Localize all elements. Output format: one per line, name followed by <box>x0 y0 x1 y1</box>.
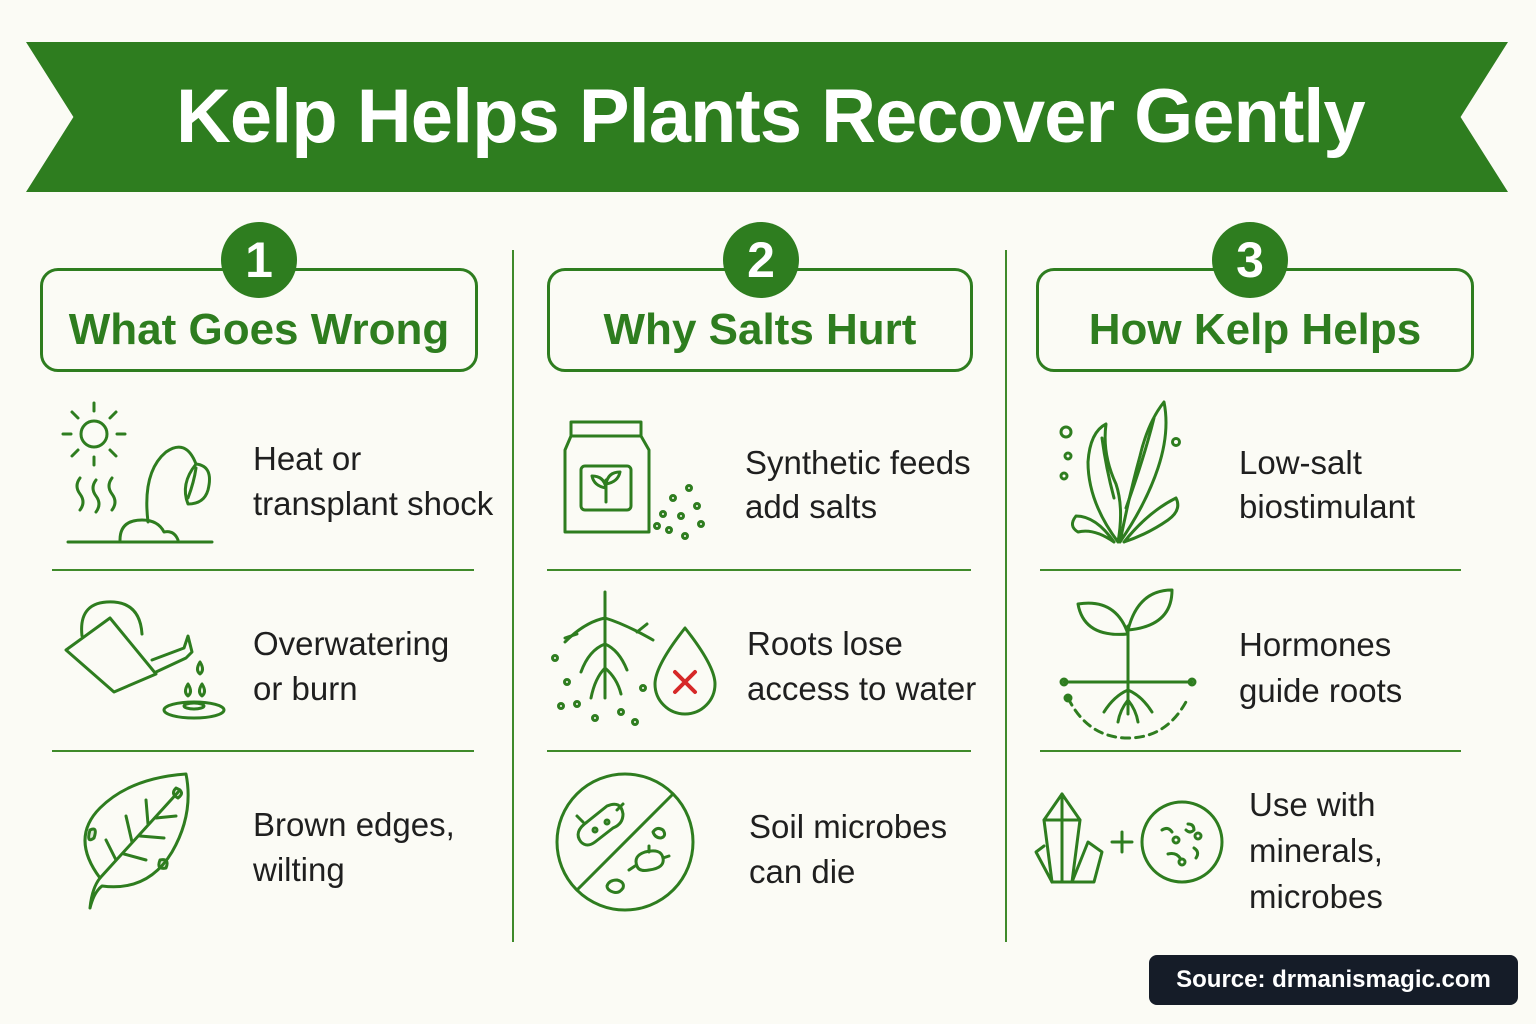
row-divider <box>52 750 474 752</box>
row-divider <box>1040 750 1461 752</box>
source-badge: Source: drmanismagic.com <box>1149 955 1518 1005</box>
item-line: add salts <box>745 488 878 525</box>
no-microbes-icon <box>553 770 699 921</box>
item-line: Use with <box>1249 786 1376 823</box>
item-line: transplant shock <box>253 485 494 522</box>
item-line: access to water <box>747 670 977 707</box>
watering-can-icon <box>60 588 230 738</box>
item-line: Hormones <box>1239 626 1392 663</box>
row-divider <box>547 569 971 571</box>
column-header-label: Why Salts Hurt <box>603 305 917 354</box>
item-line: wilting <box>253 851 345 888</box>
step-number-badge: 1 <box>221 222 297 298</box>
title-banner: Kelp Helps Plants Recover Gently <box>26 42 1508 192</box>
item-line: or burn <box>253 670 358 707</box>
item-line: Overwatering <box>253 625 450 662</box>
item-line: Brown edges, <box>253 806 455 843</box>
sprout-roots-icon <box>1058 586 1198 743</box>
page-title: Kelp Helps Plants Recover Gently <box>176 74 1366 159</box>
column-divider <box>512 250 514 942</box>
kelp-seaweed-icon <box>1054 398 1194 553</box>
minerals-microbes-icon <box>1032 790 1232 895</box>
step-number-badge: 2 <box>723 222 799 298</box>
item-line: biostimulant <box>1239 488 1416 525</box>
step-number-badge: 3 <box>1212 222 1288 298</box>
fertilizer-bag-icon <box>561 402 711 557</box>
item-line: Roots lose <box>747 625 903 662</box>
item-line: Heat or <box>253 440 362 477</box>
column-divider <box>1005 250 1007 942</box>
item-line: minerals, <box>1249 832 1383 869</box>
item-line: guide roots <box>1239 672 1403 709</box>
item-line: can die <box>749 853 856 890</box>
roots-water-drop-icon <box>547 588 727 738</box>
item-line: microbes <box>1249 878 1383 915</box>
item-line: Soil microbes <box>749 808 948 845</box>
row-divider <box>547 750 971 752</box>
column-header-label: What Goes Wrong <box>68 305 450 354</box>
row-divider <box>52 569 474 571</box>
item-line: Low-salt <box>1239 444 1362 481</box>
column-header-label: How Kelp Helps <box>1088 305 1422 354</box>
sun-wilted-plant-icon <box>60 398 220 553</box>
row-divider <box>1040 569 1461 571</box>
damaged-leaf-icon <box>76 770 206 920</box>
item-line: Synthetic feeds <box>745 444 971 481</box>
